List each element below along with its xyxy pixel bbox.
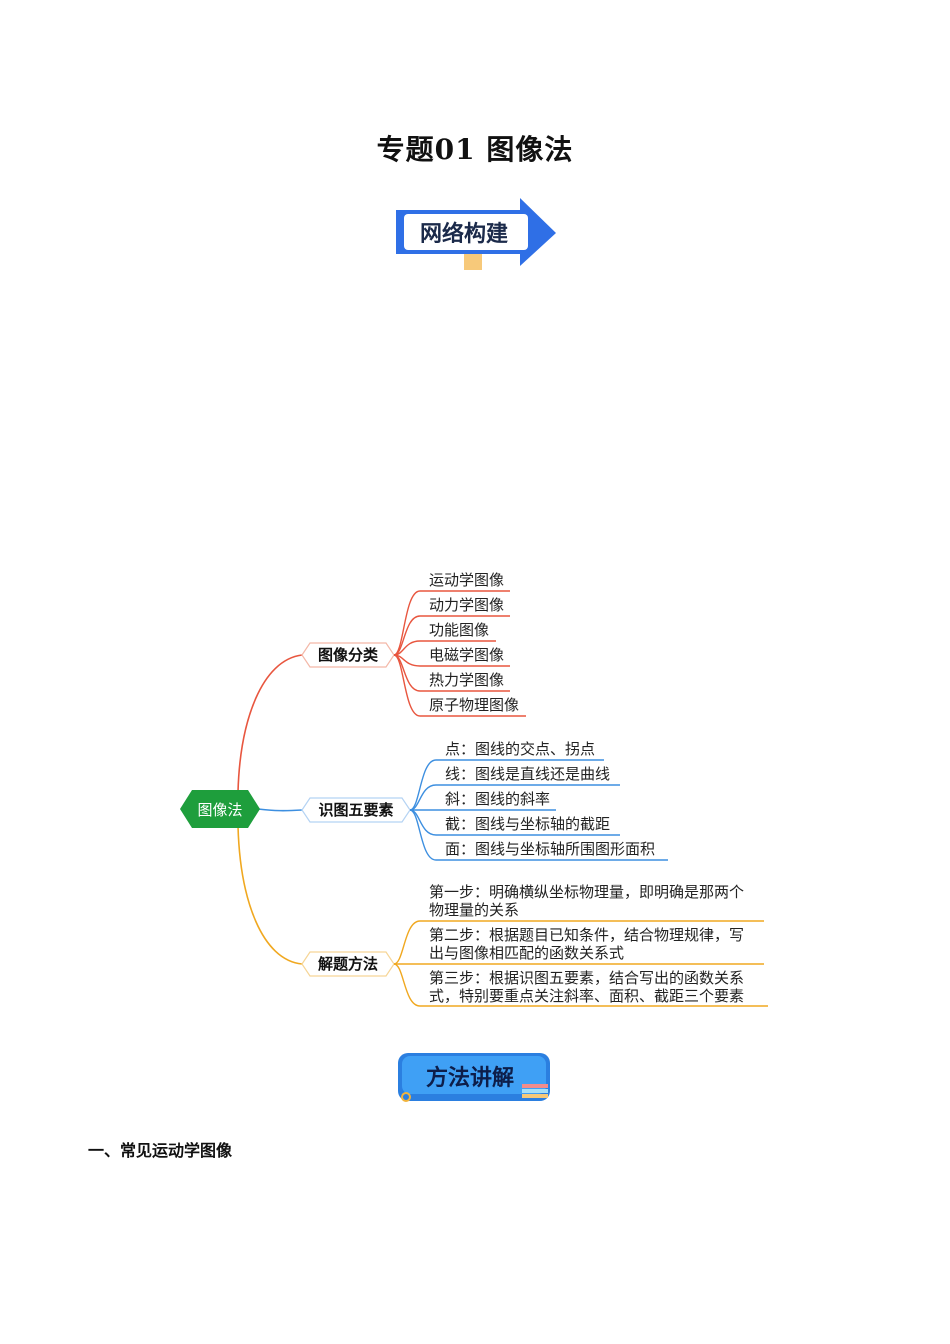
list-item: 第三步：根据识图五要素，结合写出的函数关系 [429, 969, 744, 987]
list-item: 热力学图像 [429, 671, 504, 689]
list-item: 第二步：根据题目已知条件，结合物理规律，写 [429, 926, 744, 944]
list-item: 线：图线是直线还是曲线 [445, 765, 610, 783]
method-banner-label: 方法讲解 [426, 1065, 514, 1091]
list-item: 电磁学图像 [429, 646, 504, 664]
list-item: 截：图线与坐标轴的截距 [445, 815, 610, 833]
root-label: 图像法 [197, 801, 242, 819]
network-banner: 网络构建 [392, 196, 562, 274]
list-item: 原子物理图像 [429, 696, 519, 714]
list-item: 斜：图线的斜率 [445, 790, 550, 808]
list-item: 第一步：明确横纵坐标物理量，即明确是那两个 [429, 883, 744, 901]
list-item: 式，特别要重点关注斜率、面积、截距三个要素 [429, 987, 744, 1005]
list-item: 面：图线与坐标轴所围图形面积 [445, 840, 655, 858]
branch-classification: 图像分类 运动学图像 动力学图像 功能图像 电磁学图像 热力学图像 原子物理图像 [301, 571, 526, 717]
list-item: 运动学图像 [429, 571, 504, 589]
branch-solving-method: 解题方法 第一步：明确横纵坐标物理量，即明确是那两个 物理量的关系 第二步：根据… [301, 883, 768, 1007]
list-item: 功能图像 [429, 621, 489, 639]
list-item: 物理量的关系 [429, 901, 519, 919]
page-title: 专题01 图像法 [376, 133, 574, 166]
list-item: 出与图像相匹配的函数关系式 [429, 944, 624, 962]
list-item: 点：图线的交点、拐点 [445, 740, 595, 758]
network-banner-label: 网络构建 [420, 221, 508, 247]
ring-icon [401, 1092, 411, 1102]
branch-label: 识图五要素 [318, 801, 393, 819]
root-node [180, 790, 260, 828]
list-item: 动力学图像 [429, 596, 504, 614]
branch-label: 解题方法 [318, 955, 378, 973]
section-heading: 一、常见运动学图像 [88, 1141, 233, 1160]
method-banner: 方法讲解 [396, 1050, 556, 1106]
branch-five-elements: 识图五要素 点：图线的交点、拐点 线：图线是直线还是曲线 斜：图线的斜率 截：图… [301, 740, 668, 861]
branch-label: 图像分类 [318, 646, 379, 664]
